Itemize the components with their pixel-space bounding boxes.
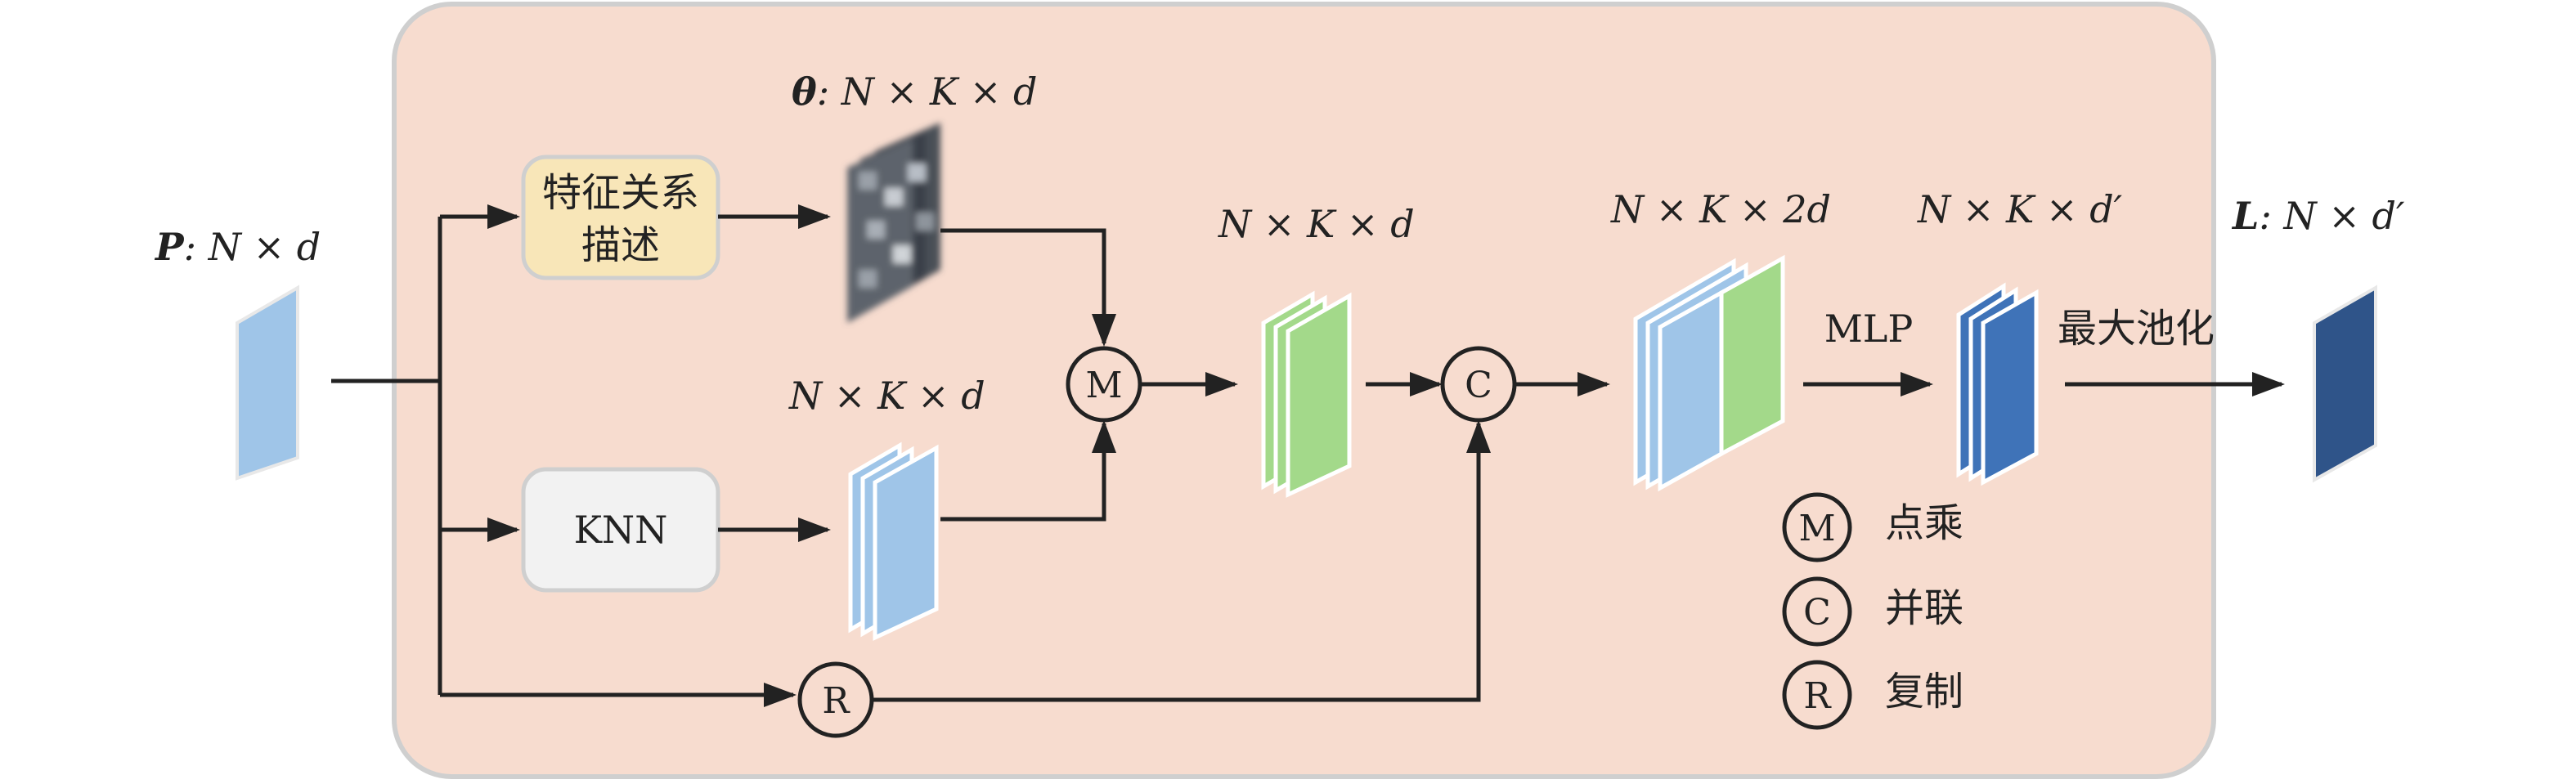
- legend-replicate-text: 复制: [1885, 669, 1963, 715]
- legend-replicate-symbol: [1782, 660, 1852, 730]
- legend-concat-symbol: [1782, 576, 1852, 647]
- input-label: P: N × d: [154, 225, 321, 269]
- output-feature-map: [2313, 284, 2377, 483]
- knn-output-label: N × K × d: [788, 374, 985, 418]
- mlp-output-label: N × K × d′: [1917, 187, 2123, 231]
- legend: M 点乘 C 并联 R 复制: [1782, 492, 1963, 730]
- mlp-label: MLP: [1824, 307, 1914, 351]
- knn-label: KNN: [574, 508, 668, 552]
- legend-multiply-text: 点乘: [1885, 500, 1963, 546]
- svg-text:M: M: [1798, 508, 1835, 549]
- feature-relation-line2: 描述: [581, 222, 660, 268]
- output-label: L: N × d′: [2231, 194, 2405, 238]
- feature-relation-line1: 特征关系: [542, 170, 699, 216]
- mult-output-stack: [1261, 290, 1352, 498]
- mult-output-label: N × K × d: [1218, 202, 1415, 246]
- concat-output-stack: [1633, 254, 1785, 492]
- input-feature-map: [236, 284, 299, 481]
- legend-multiply-symbol: [1782, 492, 1852, 562]
- concat-op-symbol: C: [1465, 365, 1492, 406]
- replicate-op-symbol: R: [822, 680, 850, 722]
- concat-output-label: N × K × 2d: [1610, 187, 1831, 231]
- theta-tensor: [847, 123, 940, 323]
- theta-label: θ: N × K × d: [792, 69, 1037, 114]
- legend-concat-text: 并联: [1885, 585, 1963, 631]
- mlp-output-stack: [1956, 282, 2039, 486]
- svg-text:R: R: [1803, 675, 1832, 717]
- svg-text:C: C: [1803, 592, 1831, 634]
- maxpool-label: 最大池化: [2058, 306, 2215, 352]
- knn-output-stack: [848, 441, 939, 641]
- multiply-op-symbol: M: [1085, 365, 1122, 406]
